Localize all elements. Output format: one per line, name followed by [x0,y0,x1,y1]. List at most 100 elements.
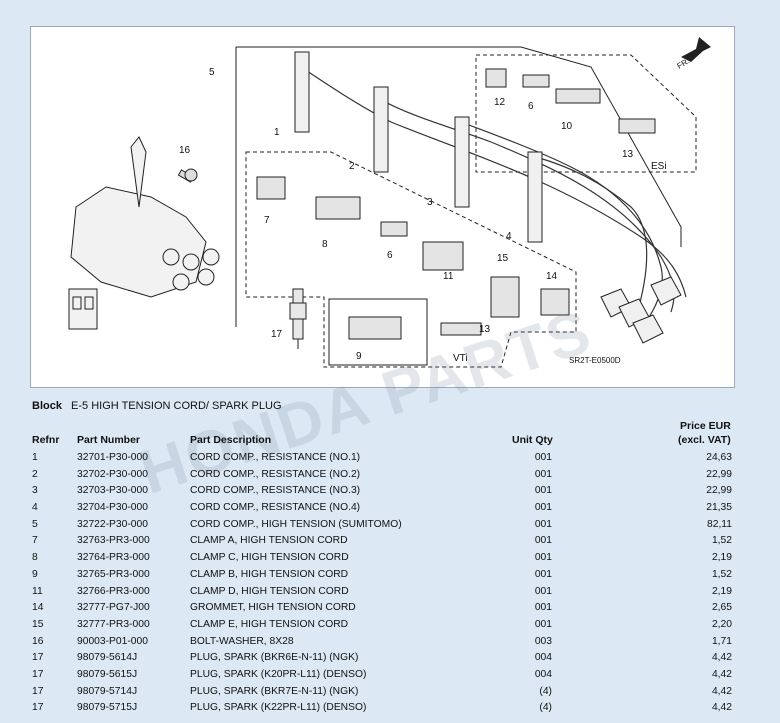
table-row: 17 98079-5614J PLUG, SPARK (BKR6E-N-11) (N… [32,650,742,667]
cell-unit-qty: (4) [539,685,552,697]
cell-refnr: 15 [32,618,44,630]
callout-1: 1 [274,127,280,138]
cell-part-number: 98079-5715J [77,702,138,714]
cell-part-number: 98079-5615J [77,668,138,680]
cell-part-number: 32777-PR3-000 [77,618,150,630]
cell-refnr: 17 [32,702,44,714]
cell-refnr: 1 [32,452,38,463]
callout-13-esi: 13 [622,149,634,160]
cell-unit-qty: 004 [534,652,552,664]
esi-group-box [475,54,697,173]
diagram-drawing: 5 1 2 3 4 16 7 8 6 11 15 14 17 9 13 12 6… [68,37,711,368]
cell-price: 2,65 [711,602,732,614]
cell-part-number: 32701-P30-000 [77,452,148,463]
callout-6-vti: 6 [387,250,393,261]
callout-5: 5 [209,67,215,78]
cell-price: 22,99 [706,485,732,497]
cell-refnr: 4 [32,502,38,514]
cell-unit-qty: 001 [534,535,552,547]
callout-3: 3 [427,197,433,208]
callout-10: 10 [561,121,573,132]
cell-refnr: 8 [32,552,38,564]
cell-price: 21,35 [706,502,732,514]
grommet-14 [540,288,570,316]
cell-refnr: 5 [32,518,38,530]
cell-part-description: CLAMP C, HIGH TENSION CORD [190,552,349,564]
cell-price: 2,19 [711,552,732,564]
callout-17: 17 [271,329,283,340]
col-unit-qty: Unit Qty [512,434,553,446]
callout-7: 7 [264,215,270,226]
clamp-10 [555,88,601,104]
clamps [256,68,656,340]
cell-refnr: 17 [32,652,44,664]
cell-part-description: CORD COMP., RESISTANCE (NO.2) [190,468,361,480]
cell-part-number: 32777-PG7-J00 [77,602,150,614]
callout-12: 12 [494,97,506,108]
cell-refnr: 3 [32,485,38,497]
cell-part-description: CORD COMP., RESISTANCE (NO.1) [190,452,361,463]
esi-label: ESi [651,161,667,172]
cell-part-description: PLUG, SPARK (BKR6E-N-11) (NGK) [190,652,359,664]
table-row: 14 32777-PG7-J00 GROMMET, HIGH TENSION COR… [32,600,742,617]
ignition-cords [300,66,687,323]
col-price-line2: (excl. VAT) [678,434,731,446]
col-part-description: Part Description [190,434,272,446]
cell-part-description: CORD COMP., RESISTANCE (NO.4) [190,502,361,514]
cell-part-number: 98079-5614J [77,652,138,664]
block-title: Block E-5 HIGH TENSION CORD/ SPARK PLUG [32,400,282,412]
cell-price: 4,42 [711,668,732,680]
callout-15: 15 [497,253,509,264]
cell-part-number: 98079-5714J [77,685,138,697]
parts-table-header: Refnr Part Number Part Description Unit … [32,418,742,448]
cord-set-bracket [236,46,682,247]
cell-price: 1,52 [711,535,732,547]
cell-part-description: PLUG, SPARK (K22PR-L11) (DENSO) [190,702,367,714]
cell-part-description: CLAMP E, HIGH TENSION CORD [190,618,349,630]
cell-unit-qty: 001 [534,502,552,514]
cord-3-terminal [454,116,470,208]
cell-unit-qty: (4) [539,702,552,714]
block-label: Block [32,400,62,412]
cell-part-number: 32704-P30-000 [77,502,148,514]
clamp-9 [348,316,402,340]
clamp-13-esi [618,118,656,134]
clamp-11 [422,241,464,271]
clamp-13-vti [440,322,482,336]
cell-refnr: 14 [32,602,44,614]
cell-part-number: 32722-P30-000 [77,518,148,530]
diagram-code: SR2T-E0500D [569,356,621,365]
cell-unit-qty: 001 [534,518,552,530]
block-name: E-5 HIGH TENSION CORD/ SPARK PLUG [71,400,282,412]
cell-unit-qty: 001 [534,485,552,497]
front-arrow-icon [681,37,711,62]
clamp-12 [485,68,507,88]
cell-unit-qty: 001 [534,618,552,630]
clamp-6 [380,221,408,237]
cell-refnr: 16 [32,635,44,647]
table-row: 1 32701-P30-000 CORD COMP., RESISTANCE (NO… [32,450,742,467]
cell-part-description: PLUG, SPARK (BKR7E-N-11) (NGK) [190,685,359,697]
cell-unit-qty: 001 [534,568,552,580]
cell-refnr: 9 [32,568,38,580]
cell-price: 1,52 [711,568,732,580]
cell-refnr: 7 [32,535,38,547]
callout-14: 14 [546,271,558,282]
vti-group-box [245,151,577,368]
distributor-assembly [68,136,220,330]
cell-unit-qty: 001 [534,602,552,614]
cell-part-description: GROMMET, HIGH TENSION CORD [190,602,356,614]
cell-price: 2,20 [711,618,732,630]
col-refnr: Refnr [32,434,60,446]
cell-part-description: PLUG, SPARK (K20PR-L11) (DENSO) [190,668,367,680]
col-part-number: Part Number [77,434,141,446]
cell-refnr: 2 [32,468,38,480]
